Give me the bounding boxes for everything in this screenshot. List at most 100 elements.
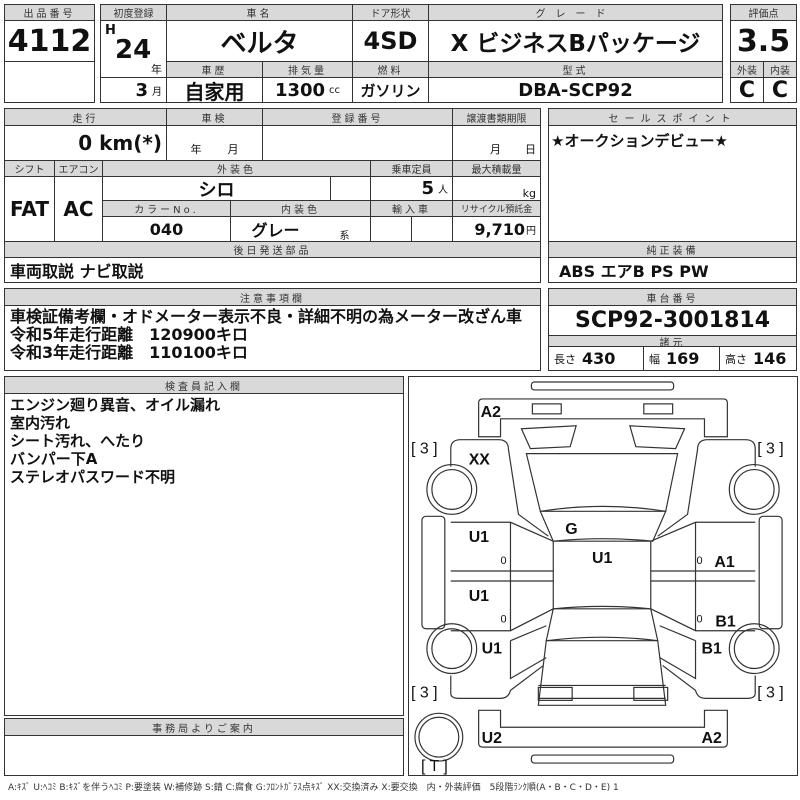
transfer-month-unit: 月 [490, 143, 501, 156]
inspection-year-unit: 年 [190, 143, 202, 156]
windshield-mark: G [565, 521, 577, 538]
spare-tire-tread: [ T ] [421, 758, 448, 775]
import-a [370, 216, 412, 242]
fr-tire-tread: [ 3 ] [757, 441, 784, 458]
mileage: 0 km(*) [4, 125, 167, 161]
fl-door-mark: U1 [469, 529, 489, 546]
intcolor: グレー 系 [230, 216, 371, 242]
windshield [539, 505, 667, 542]
width-label: 幅 [649, 352, 660, 366]
front-bumper-bar [530, 381, 675, 391]
model-label: 型式 [428, 61, 723, 78]
lot-label: 出品番号 [4, 4, 95, 21]
inspector-line: シート汚れ、へたり [10, 432, 146, 450]
sales-label: セールスポイント [548, 108, 797, 126]
disp-unit: cc [329, 84, 341, 96]
height-label: 高さ [725, 352, 747, 366]
inspector-line: バンパー下A [10, 450, 98, 468]
intcolor-label: 内装色 [230, 200, 371, 217]
height-value: 146 [753, 349, 787, 368]
lot-empty [4, 61, 95, 103]
history: 自家用 [166, 77, 263, 103]
mileage-label: 走行 [4, 108, 167, 126]
disp-value: 1300 [274, 79, 326, 101]
chassis-label: 車台番号 [548, 288, 797, 306]
front-bumper [478, 398, 728, 438]
taillight-right [633, 686, 669, 701]
roof-mark: U1 [592, 550, 612, 567]
ext-grade: C [730, 77, 764, 103]
fl-fender-mark: XX [469, 452, 491, 469]
car-name: ベルタ [166, 20, 353, 62]
rl-door-mark: U1 [469, 588, 489, 605]
color-label: 外装色 [102, 160, 371, 177]
note-line: 令和5年走行距離 120900キロ [10, 325, 248, 344]
rr-tire-tread: [ 3 ] [757, 684, 784, 701]
color: シロ [102, 176, 331, 201]
inspector-notes: エンジン廻り異音、オイル漏れ 室内汚れ シート汚れ、へたり バンパー下A ステレ… [4, 393, 404, 716]
inspector-label: 検査員記入欄 [4, 376, 404, 394]
rear-bumper-bar [530, 754, 675, 764]
front-fender-left [450, 439, 549, 537]
front-bumper-mark: A2 [481, 404, 501, 421]
rear-bumper [478, 709, 728, 748]
capacity-label: 乗車定員 [370, 160, 453, 177]
intcolor-value: グレー [251, 221, 300, 240]
int-grade: C [763, 77, 797, 103]
shift-label: シフト [4, 160, 55, 177]
car-outline: A2 [ 3 ] [ 3 ] XX G U1 U1 0 0 A1 U1 0 0 … [411, 381, 784, 775]
transfer: 月日 [452, 125, 541, 161]
capacity-unit: 人 [438, 185, 448, 196]
inspection-label: 車検 [166, 108, 263, 126]
rr-quarter-mark: B1 [701, 641, 721, 658]
rear-bumper-right-mark: A2 [701, 730, 721, 747]
chassis-number: SCP92-3001814 [548, 305, 797, 336]
fr-door-mark: A1 [714, 554, 734, 571]
ac: AC [54, 176, 103, 242]
history-label: 車歴 [166, 61, 263, 78]
rr-door-mark: B1 [715, 614, 735, 631]
name-label: 車名 [166, 4, 353, 21]
height: 高さ 146 [719, 346, 797, 371]
office-label: 事務局よりご案内 [4, 718, 404, 736]
rl-door-count: 0 [501, 614, 507, 626]
shift: FAT [4, 176, 55, 242]
model-code: DBA-SCP92 [428, 77, 723, 103]
notes: 車検証備考欄・オドメーター表示不良・詳細不明の為メーター改ざん車 令和5年走行距… [4, 305, 541, 371]
era: H [105, 23, 116, 38]
inspection-month-unit: 月 [227, 143, 239, 156]
year-unit: 年 [151, 63, 162, 76]
recycle-unit: 円 [526, 225, 536, 237]
fl-tire-tread: [ 3 ] [411, 441, 438, 458]
rl-quarter-mark: U1 [482, 641, 502, 658]
fuel: ガソリン [352, 77, 429, 103]
later-label: 後日発送部品 [4, 241, 541, 258]
fl-door-count: 0 [501, 555, 507, 567]
inspection: 年月 [166, 125, 263, 161]
recycle-label: リサイクル預託金 [452, 200, 541, 217]
note-line: 令和3年走行距離 110100キロ [10, 343, 248, 362]
legend: A:ｷｽﾞ U:ﾍｺﾐ B:ｷｽﾞを伴うﾍｺﾐ P:要塗装 W:補修跡 S:錆 … [8, 783, 619, 793]
rear-window [545, 605, 659, 642]
notes-label: 注意事項欄 [4, 288, 541, 306]
score-label: 評価点 [730, 4, 797, 21]
intcolor-unit: 系 [339, 230, 350, 242]
left-doors [450, 521, 554, 632]
import-b [411, 216, 453, 242]
hood [525, 453, 679, 512]
load-label: 最大積載量 [452, 160, 541, 177]
note-line: 車検証備考欄・オドメーター表示不良・詳細不明の為メーター改ざん車 [10, 307, 523, 326]
right-doors [650, 521, 756, 632]
plate-label: 登録番号 [262, 108, 453, 126]
color-extra [330, 176, 371, 201]
score: 3.5 [730, 20, 797, 62]
office-notes [4, 735, 404, 776]
transfer-label: 譲渡書類期限 [452, 108, 541, 126]
length-label: 長さ [554, 352, 576, 366]
equipment: ABS エアB PS PW [548, 257, 797, 283]
rocker-right [758, 515, 783, 630]
front-fender-right [657, 439, 756, 537]
rear-quarter-right [659, 625, 756, 699]
